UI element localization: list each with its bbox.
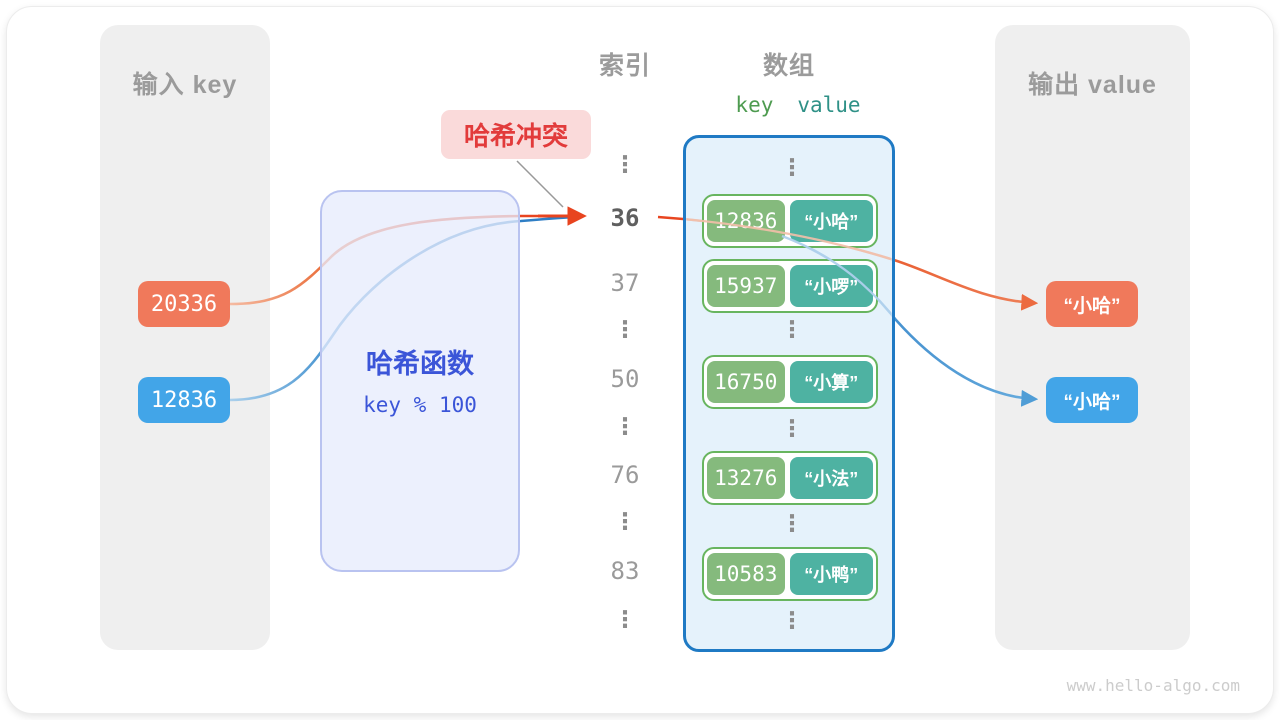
pair-value-box: “小法” — [789, 457, 873, 499]
array-pair-12836: 12836 “小哈” — [702, 194, 878, 248]
pair-value-box: “小鸭” — [789, 553, 873, 595]
pair-key-box: 16750 — [707, 361, 785, 403]
pair-key-box: 12836 — [707, 200, 785, 242]
pair-value-box: “小啰” — [789, 265, 873, 307]
pair-value-box: “小哈” — [789, 200, 873, 242]
index-ellipsis: ⋮ — [613, 317, 637, 343]
output-value-panel: 输出 value — [995, 25, 1190, 650]
hash-function-box: 哈希函数 key % 100 — [320, 190, 520, 572]
input-key-20336: 20336 — [138, 281, 230, 327]
index-ellipsis: ⋮ — [613, 509, 637, 535]
index-column-header: 索引 — [598, 52, 651, 80]
hash-collision-label: 哈希冲突 — [441, 110, 591, 159]
key-header-label: key — [735, 93, 774, 117]
index-item-37: 37 — [610, 269, 640, 297]
output-panel-title: 输出 value — [1028, 71, 1157, 99]
output-value-blue: “小哈” — [1046, 377, 1138, 423]
index-item-36: 36 — [610, 204, 640, 232]
pair-key-box: 13276 — [707, 457, 785, 499]
index-item-83: 83 — [610, 557, 640, 585]
array-pair-10583: 10583 “小鸭” — [702, 547, 878, 601]
watermark: www.hello-algo.com — [1066, 676, 1240, 695]
array-pair-16750: 16750 “小算” — [702, 355, 878, 409]
array-ellipsis: ⋮ — [780, 511, 804, 537]
array-header: 数组 — [762, 52, 815, 80]
array-ellipsis: ⋮ — [780, 317, 804, 343]
index-item-76: 76 — [610, 461, 640, 489]
index-ellipsis: ⋮ — [613, 152, 637, 178]
hash-function-formula: key % 100 — [363, 393, 477, 417]
array-ellipsis: ⋮ — [780, 416, 804, 442]
pair-value-box: “小算” — [789, 361, 873, 403]
input-key-panel: 输入 key — [100, 25, 270, 650]
pair-key-box: 15937 — [707, 265, 785, 307]
array-kv-header: key value — [703, 93, 893, 117]
index-ellipsis: ⋮ — [613, 414, 637, 440]
index-ellipsis: ⋮ — [613, 607, 637, 633]
hash-function-title: 哈希函数 — [366, 349, 474, 379]
output-value-orange: “小哈” — [1046, 281, 1138, 327]
pair-key-box: 10583 — [707, 553, 785, 595]
index-item-50: 50 — [610, 365, 640, 393]
array-ellipsis: ⋮ — [780, 608, 804, 634]
input-key-12836: 12836 — [138, 377, 230, 423]
value-header-label: value — [797, 93, 861, 117]
array-pair-15937: 15937 “小啰” — [702, 259, 878, 313]
collision-pointer-line — [516, 160, 564, 208]
input-panel-title: 输入 key — [132, 71, 238, 99]
bucket-array-container: ⋮ 12836 “小哈” 15937 “小啰” ⋮ 16750 “小算” ⋮ 1… — [683, 135, 895, 652]
array-pair-13276: 13276 “小法” — [702, 451, 878, 505]
array-ellipsis: ⋮ — [780, 155, 804, 181]
